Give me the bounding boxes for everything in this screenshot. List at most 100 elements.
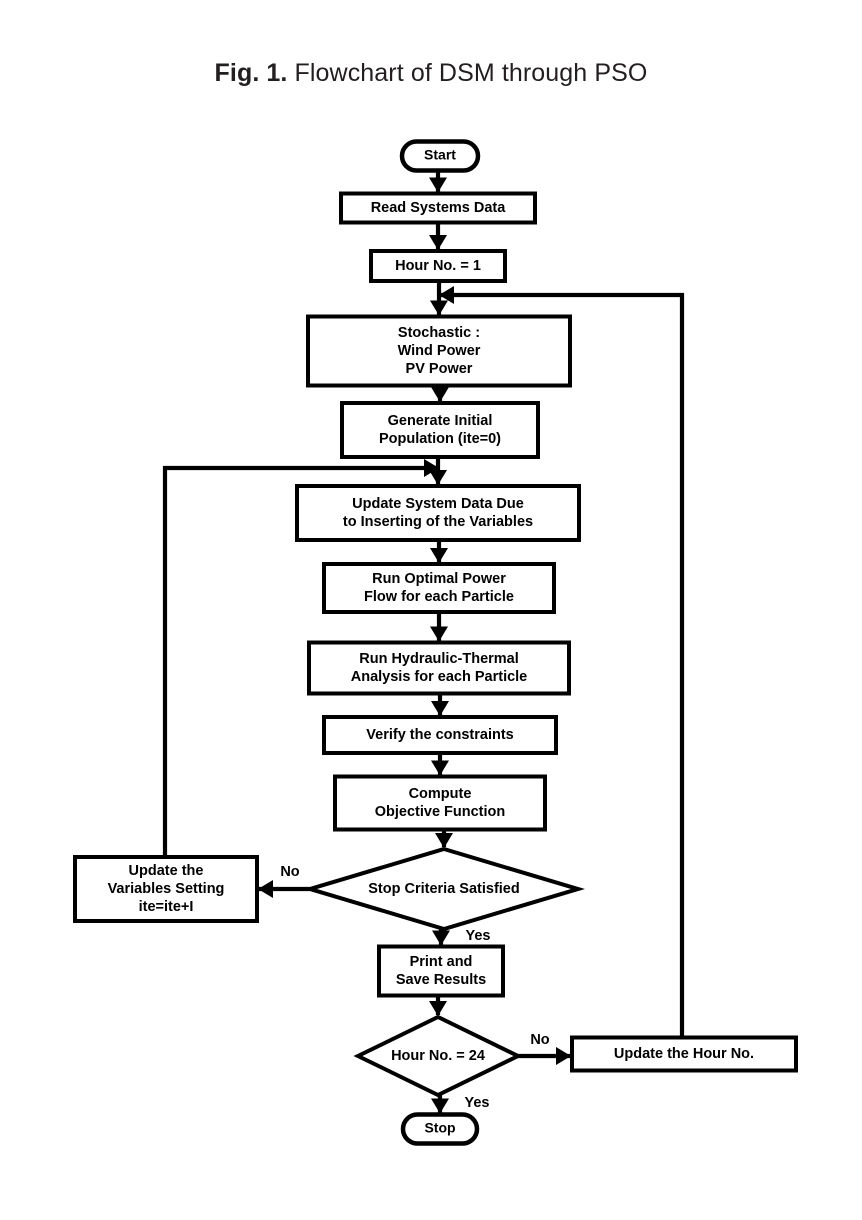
process-box: [295, 484, 581, 542]
edge-line: [162, 465, 436, 857]
node-hour_no_24[interactable]: Hour No. = 24: [353, 1014, 523, 1098]
edge-arrowhead: [430, 548, 448, 563]
node-label-update_hour_no: Update the Hour No.: [614, 1046, 754, 1062]
node-label-print_save_results-line-2: Save Results: [396, 972, 486, 988]
edge-arrowhead: [439, 286, 454, 304]
edge-print_save_results-to-hour_no_24: [429, 995, 447, 1016]
edge-verify_constraints-to-compute_objective_function: [431, 753, 449, 776]
process-box: [322, 562, 556, 614]
node-update_hour_no[interactable]: Update the Hour No.: [570, 1035, 798, 1073]
edge-stochastic-to-generate_initial_population: [431, 385, 449, 402]
edge-compute_objective_function-to-stop_criteria: [435, 829, 453, 848]
edge-arrowhead: [556, 1047, 571, 1065]
edge-arrowhead: [431, 387, 449, 402]
node-label-stop_criteria: Stop Criteria Satisfied: [368, 881, 519, 897]
edge-update_variables_setting-to-update_system_data: [162, 459, 439, 857]
node-label-stochastic-line-3: PV Power: [406, 361, 473, 377]
edge-update_system_data-to-run_optimal_power_flow: [430, 540, 448, 563]
label-no-criteria: No: [280, 864, 299, 880]
node-read_systems_data[interactable]: Read Systems Data: [339, 191, 537, 225]
node-label-stochastic-line-1: Stochastic :: [398, 325, 480, 341]
edge-arrowhead: [258, 880, 273, 898]
node-label-update_variables_setting-line-2: Variables Setting: [108, 881, 225, 897]
terminator-pill: [400, 1112, 480, 1146]
label-yes-criteria: Yes: [466, 928, 491, 944]
terminator-pill: [399, 139, 481, 173]
edge-arrowhead: [435, 833, 453, 848]
edge-arrowhead: [430, 626, 448, 642]
node-update_system_data[interactable]: Update System Data Due to Inserting of th…: [295, 484, 581, 542]
node-stop_criteria[interactable]: Stop Criteria Satisfied: [303, 846, 585, 932]
node-label-hour_no_24: Hour No. = 24: [391, 1048, 485, 1064]
figure-title: Flowchart of DSM through PSO: [287, 59, 648, 87]
node-label-update_system_data-line-1: Update System Data Due: [352, 496, 524, 512]
edge-update_hour_no-to-hour_no_1: [439, 286, 685, 1038]
process-box: [73, 855, 259, 923]
node-label-read_systems_data: Read Systems Data: [371, 200, 507, 216]
figure-caption: Fig. 1. Flowchart of DSM through PSO: [0, 58, 862, 88]
node-label-update_variables_setting-line-3: ite=ite+I: [139, 899, 194, 915]
node-stochastic[interactable]: Stochastic : Wind Power PV Power: [306, 314, 572, 388]
edge-start-to-read_systems_data: [429, 170, 447, 193]
node-label-stop: Stop: [424, 1120, 455, 1136]
node-label-compute_objective_function-line-2: Objective Function: [375, 804, 506, 820]
node-hour_no_1[interactable]: Hour No. = 1: [369, 249, 507, 283]
edge-run_optimal_power_flow-to-run_hydraulic_thermal: [430, 612, 448, 642]
edge-hour_no_1-to-stochastic: [430, 281, 448, 316]
node-label-run_optimal_power_flow-line-1: Run Optimal Power: [372, 571, 506, 587]
node-label-run_hydraulic_thermal-line-1: Run Hydraulic-Thermal: [359, 651, 519, 667]
flowchart-edges: [162, 170, 685, 1114]
edge-arrowhead: [429, 235, 447, 250]
process-box: [339, 191, 537, 225]
edge-generate_initial_population-to-update_system_data: [429, 457, 447, 485]
node-label-generate_initial_population-line-1: Generate Initial: [388, 413, 493, 429]
node-label-update_variables_setting-line-1: Update the: [129, 863, 204, 879]
node-label-start: Start: [424, 147, 456, 163]
edge-stop_criteria-to-update_variables_setting: [258, 880, 310, 898]
process-box: [322, 715, 558, 755]
edge-hour_no_24-to-stop: [431, 1095, 449, 1114]
process-box: [307, 640, 571, 696]
node-label-verify_constraints: Verify the constraints: [366, 727, 513, 743]
process-box: [340, 401, 540, 459]
edge-arrowhead: [424, 459, 439, 477]
node-label-run_optimal_power_flow-line-2: Flow for each Particle: [364, 589, 514, 605]
process-box: [570, 1035, 798, 1073]
node-verify_constraints[interactable]: Verify the constraints: [322, 715, 558, 755]
figure-number: Fig. 1.: [214, 59, 288, 87]
edge-arrowhead: [431, 701, 449, 716]
node-stop[interactable]: Stop: [400, 1112, 480, 1146]
edge-arrowhead: [429, 177, 447, 193]
process-box: [377, 944, 505, 998]
edge-hour_no_24-to-update_hour_no: [518, 1047, 571, 1065]
edge-line: [440, 292, 685, 1038]
node-label-run_hydraulic_thermal-line-2: Analysis for each Particle: [351, 669, 528, 685]
edge-stop_criteria-to-print_save_results: [432, 929, 450, 946]
edge-arrowhead: [429, 470, 447, 485]
edge-arrowhead: [431, 760, 449, 776]
label-yes-hour24: Yes: [465, 1095, 490, 1111]
process-box: [369, 249, 507, 283]
edge-arrowhead: [431, 1098, 449, 1114]
node-label-update_system_data-line-2: to Inserting of the Variables: [343, 514, 533, 530]
node-start[interactable]: Start: [399, 139, 481, 173]
edge-arrowhead: [432, 930, 450, 946]
process-box: [306, 314, 572, 388]
edge-run_hydraulic_thermal-to-verify_constraints: [431, 693, 449, 716]
label-no-hour24: No: [530, 1032, 549, 1048]
decision-diamond: [303, 846, 585, 932]
edge-arrowhead: [430, 300, 448, 316]
node-label-hour_no_1: Hour No. = 1: [395, 258, 481, 274]
edge-read_systems_data-to-hour_no_1: [429, 222, 447, 250]
node-label-stochastic-line-2: Wind Power: [398, 343, 481, 359]
decision-diamond: [353, 1014, 523, 1098]
edge-arrowhead: [429, 1001, 447, 1016]
